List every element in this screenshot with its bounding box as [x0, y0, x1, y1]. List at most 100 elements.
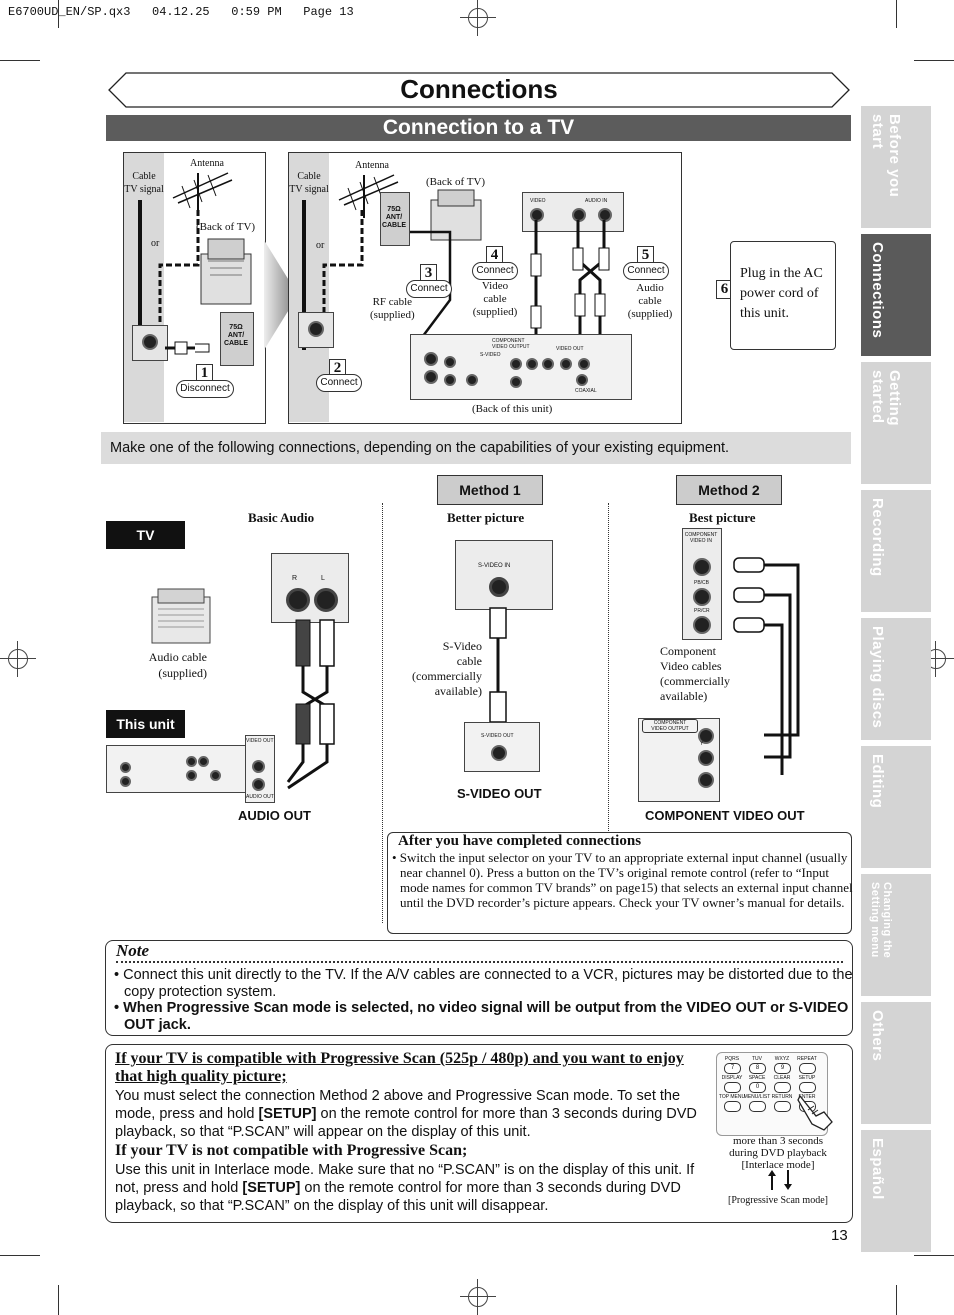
- remote-button-label: SETUP: [798, 1075, 816, 1081]
- svideo-out-footer: S-VIDEO OUT: [457, 786, 542, 801]
- rf-cable-label: RF cable (supplied): [370, 296, 415, 321]
- svideo-out-jack: [491, 745, 507, 761]
- unit-jack: [444, 374, 456, 386]
- remote-button[interactable]: 9: [774, 1063, 791, 1074]
- tab-others[interactable]: Others: [861, 1002, 931, 1124]
- svideo-cable-label: S-Video cable (commercially available): [412, 639, 482, 698]
- step-3-label: Connect: [406, 280, 452, 298]
- antenna-label: Antenna: [355, 160, 389, 171]
- back-of-tv-label: (Back of TV): [426, 176, 486, 188]
- antenna-icon: [338, 174, 399, 218]
- divider: [608, 503, 609, 833]
- remote-button[interactable]: [774, 1082, 791, 1093]
- unit-ant-out-jack: [424, 370, 438, 384]
- unit-coaxial-label: COAXIAL: [575, 388, 597, 394]
- better-picture-heading: Better picture: [447, 510, 525, 525]
- step-5-label: Connect: [623, 262, 669, 280]
- jack-l-label: L: [321, 575, 325, 582]
- tv-back-icon: [200, 238, 252, 305]
- svideo-in-jack: [489, 577, 509, 597]
- remote-button[interactable]: [799, 1082, 816, 1093]
- unit-jack: [198, 756, 209, 767]
- tab-espanol[interactable]: Español: [861, 1130, 931, 1252]
- after-connections-box: [387, 832, 852, 934]
- unit-component-label: COMPONENT VIDEO OUTPUT: [492, 338, 530, 350]
- tv-back-icon: [430, 189, 482, 241]
- tv-video-jack-label: VIDEO: [530, 198, 546, 204]
- remote-button-label: TUV: [752, 1056, 762, 1062]
- remote-button[interactable]: 0: [749, 1082, 766, 1093]
- page-number: 13: [831, 1227, 848, 1244]
- print-header: E6700UD_EN/SP.qx3 04.12.25 0:59 PM Page …: [8, 5, 354, 19]
- step-2-label: Connect: [316, 374, 362, 392]
- crop-mark: [58, 0, 59, 28]
- tab-playing-discs[interactable]: Playing discs: [861, 618, 931, 740]
- tab-changing-setting-menu[interactable]: Changing the Setting menu: [861, 874, 931, 996]
- registration-mark-bottom: [460, 1279, 496, 1315]
- remote-button[interactable]: [724, 1101, 741, 1112]
- cable-tv-signal-label: Cable TV signal: [124, 171, 164, 195]
- svideo-out-small-label: S-VIDEO OUT: [481, 733, 514, 739]
- wall-jack: [142, 334, 158, 350]
- registration-mark-left: [0, 641, 36, 677]
- component-video-out-footer: COMPONENT VIDEO OUT: [645, 808, 805, 823]
- component-y-in-jack: [693, 558, 711, 576]
- remote-button[interactable]: 7: [724, 1063, 741, 1074]
- note-box: [105, 940, 853, 1036]
- progressive-para-1-a: You must select the connection Method 2 …: [115, 1088, 681, 1122]
- intro-bar: [101, 432, 851, 464]
- tab-recording[interactable]: Recording: [861, 490, 931, 612]
- audio-out-small-label: AUDIO OUT: [246, 794, 274, 800]
- crop-mark: [914, 60, 954, 61]
- tab-before-you-start[interactable]: Before you start: [861, 106, 931, 228]
- tab-connections[interactable]: Connections: [861, 234, 931, 356]
- note-bullet-1: • Connect this unit directly to the TV. …: [114, 967, 853, 1000]
- or-label: or: [316, 240, 325, 251]
- wall-outlet: [298, 312, 334, 348]
- tab-label: Connections: [869, 242, 886, 339]
- connection-wires: [410, 220, 610, 370]
- method-1-badge: Method 1: [437, 475, 543, 505]
- audio-out-footer: AUDIO OUT: [238, 808, 311, 823]
- antenna-icon: [172, 172, 233, 216]
- progressive-para-1-c: on the remote control for more than 3 se…: [115, 1106, 697, 1140]
- setup-key-label: [SETUP]: [258, 1106, 317, 1122]
- unit-audio-l-jack: [252, 760, 265, 773]
- step-4-label: Connect: [472, 262, 518, 280]
- tab-getting-started[interactable]: Getting started: [861, 362, 931, 484]
- arrow-up-down-icon: [768, 1170, 792, 1190]
- tab-editing[interactable]: Editing: [861, 746, 931, 868]
- remote-button-label: ENTER: [798, 1094, 816, 1100]
- remote-button[interactable]: [799, 1063, 816, 1074]
- component-pr-in-jack: [693, 616, 711, 634]
- tab-label: Español: [869, 1138, 886, 1200]
- tab-label: Others: [869, 1010, 886, 1062]
- remote-button-label: CLEAR: [773, 1075, 791, 1081]
- remote-caption-2: [Progressive Scan mode]: [728, 1195, 828, 1206]
- component-y-out-jack: [698, 728, 714, 744]
- remote-button[interactable]: [749, 1101, 766, 1112]
- this-unit-badge: This unit: [106, 710, 185, 738]
- tv-badge: TV: [106, 521, 185, 549]
- progressive-para-1: You must select the connection Method 2 …: [115, 1087, 700, 1141]
- antenna-label: Antenna: [190, 158, 224, 169]
- remote-button-label: DISPLAY: [721, 1075, 743, 1081]
- unit-jack: [466, 374, 478, 386]
- step-1-label: Disconnect: [176, 380, 234, 398]
- remote-button-label: WXYZ: [774, 1056, 790, 1062]
- ant-cable-label: 75Ω ANT/ CABLE: [223, 324, 249, 347]
- component-pb-label: PB/CB: [694, 580, 710, 586]
- remote-button[interactable]: [724, 1082, 741, 1093]
- svideo-in-label: S-VIDEO IN: [478, 563, 511, 569]
- rf-connector-icon: [165, 341, 210, 355]
- after-connections-title: After you have completed connections: [398, 833, 642, 849]
- remote-button[interactable]: [774, 1101, 791, 1112]
- tv-ant-terminal: [220, 312, 254, 366]
- remote-button-label: TOP MENU: [718, 1094, 746, 1100]
- remote-button[interactable]: 8: [749, 1063, 766, 1074]
- wall-jack: [308, 321, 324, 337]
- unit-jack: [120, 762, 131, 773]
- unit-jack: [526, 358, 538, 370]
- component-pr-label: PR/CR: [694, 608, 710, 614]
- component-out-label: COMPONENT VIDEO OUTPUT: [642, 719, 698, 733]
